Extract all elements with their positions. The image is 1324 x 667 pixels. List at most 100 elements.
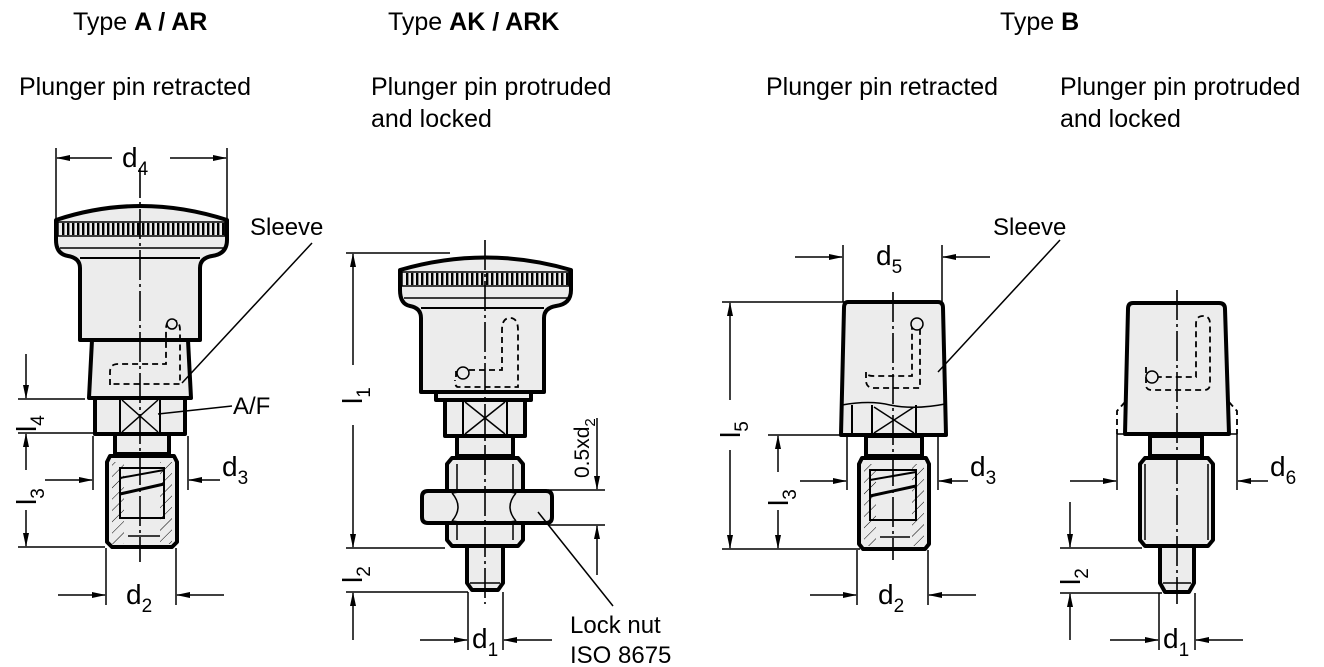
knurl-tick [456, 273, 459, 285]
knurl-tick [142, 223, 145, 235]
knurl-tick [551, 273, 554, 285]
caption-line: Plunger pin retracted [766, 73, 999, 101]
lock-nut-callout: Lock nut [570, 612, 661, 639]
hidden-collar [1116, 401, 1238, 434]
guide-pin [456, 366, 470, 380]
dim-d1-label: d1 [472, 623, 498, 661]
af-callout: A/F [233, 393, 270, 420]
caption-line: Plunger pin protruded [1060, 73, 1301, 101]
knurl-tick [566, 273, 569, 285]
knurl-tick [212, 223, 215, 235]
caption-line: and locked [1060, 105, 1181, 133]
guide-pin [1145, 370, 1159, 384]
knurl-tick [137, 223, 140, 235]
knurl-tick [122, 223, 125, 235]
knurl-tick [67, 223, 70, 235]
dim-l5-label: l5 [715, 421, 753, 438]
nut-face [451, 489, 517, 525]
knurl-tick [177, 223, 180, 235]
type-prefix: Type [73, 8, 135, 36]
type-prefix: Type [1000, 8, 1062, 36]
plunger-pin [1158, 544, 1196, 594]
knurl-tick [167, 223, 170, 235]
hatching [912, 464, 924, 546]
knurl-tick [481, 273, 484, 285]
knurl-tick [217, 223, 220, 235]
knurl-tick [446, 273, 449, 285]
knob [54, 204, 229, 342]
leader-line [537, 511, 614, 607]
knurl-tick [157, 223, 160, 235]
dim-d3-label: d3 [970, 451, 996, 489]
dim-l3-label: l3 [763, 489, 801, 506]
knurl-tick [561, 273, 564, 285]
knurl-tick [496, 273, 499, 285]
type-code: B [1061, 8, 1080, 36]
knurl-tick [541, 273, 544, 285]
knurl-tick [471, 273, 474, 285]
hex-cross [873, 406, 915, 434]
knurl-tick [441, 273, 444, 285]
dim-d2-label: d2 [126, 579, 152, 617]
leader-line [157, 405, 233, 415]
knurl-tick [82, 223, 85, 235]
hatching [160, 462, 172, 544]
knurl-tick [546, 273, 549, 285]
knurl-tick [222, 223, 225, 235]
leader-line [937, 239, 1061, 373]
dim-d3-label: d3 [222, 451, 248, 489]
knurl-band [57, 221, 226, 237]
guide-pin [166, 318, 178, 330]
knurl-tick [526, 273, 529, 285]
knurl-tick [511, 273, 514, 285]
knurl-ticks [406, 273, 569, 285]
neck [1148, 434, 1204, 458]
knurl-tick [172, 223, 175, 235]
dim-l2-label: l2 [337, 566, 375, 583]
hatching [112, 462, 124, 544]
spring-coil [119, 469, 165, 479]
knurl-tick [97, 223, 100, 235]
guide-slot [454, 317, 519, 388]
view-type-b-protruded: d6 l2 d1 [1055, 290, 1296, 661]
knurl-tick [207, 223, 210, 235]
caption-line: Plunger pin retracted [19, 73, 252, 101]
knurl-tick [451, 273, 454, 285]
dim-l3-label: l3 [11, 488, 49, 505]
knurl-tick [461, 273, 464, 285]
knurl-tick [506, 273, 509, 285]
knurl-tick [112, 223, 115, 235]
lock-nut [420, 489, 554, 525]
thread-section [857, 456, 931, 551]
knurl-tick [426, 273, 429, 285]
knurl-tick [486, 273, 489, 285]
dim-d1-label: d1 [1163, 623, 1189, 661]
knurl-tick [416, 273, 419, 285]
type-ak-ark-heading: Type AK / ARK [388, 6, 559, 38]
knurl-tick [147, 223, 150, 235]
knurl-tick [491, 273, 494, 285]
break-line [841, 401, 946, 408]
knurl-tick [182, 223, 185, 235]
type-b-heading: Type B [1000, 6, 1079, 38]
knurl-tick [516, 273, 519, 285]
leader-line [181, 242, 313, 384]
caption-line: Plunger pin protruded [371, 73, 612, 101]
dim-d2-label: d2 [878, 579, 904, 617]
caption-line: and locked [371, 105, 492, 133]
knurl-tick [466, 273, 469, 285]
knurl-tick [62, 223, 65, 235]
knurl-tick [127, 223, 130, 235]
knurl-tick [197, 223, 200, 235]
knurl-tick [421, 273, 424, 285]
thread-section [105, 454, 179, 549]
knurl-tick [501, 273, 504, 285]
knurl-tick [72, 223, 75, 235]
dim-l2-label: l2 [1055, 568, 1093, 585]
type-a-ar-heading: Type A / AR [73, 6, 207, 38]
type-code: AK / ARK [449, 8, 560, 36]
knurl-tick [92, 223, 95, 235]
knurl-tick [202, 223, 205, 235]
knurl-tick [117, 223, 120, 235]
